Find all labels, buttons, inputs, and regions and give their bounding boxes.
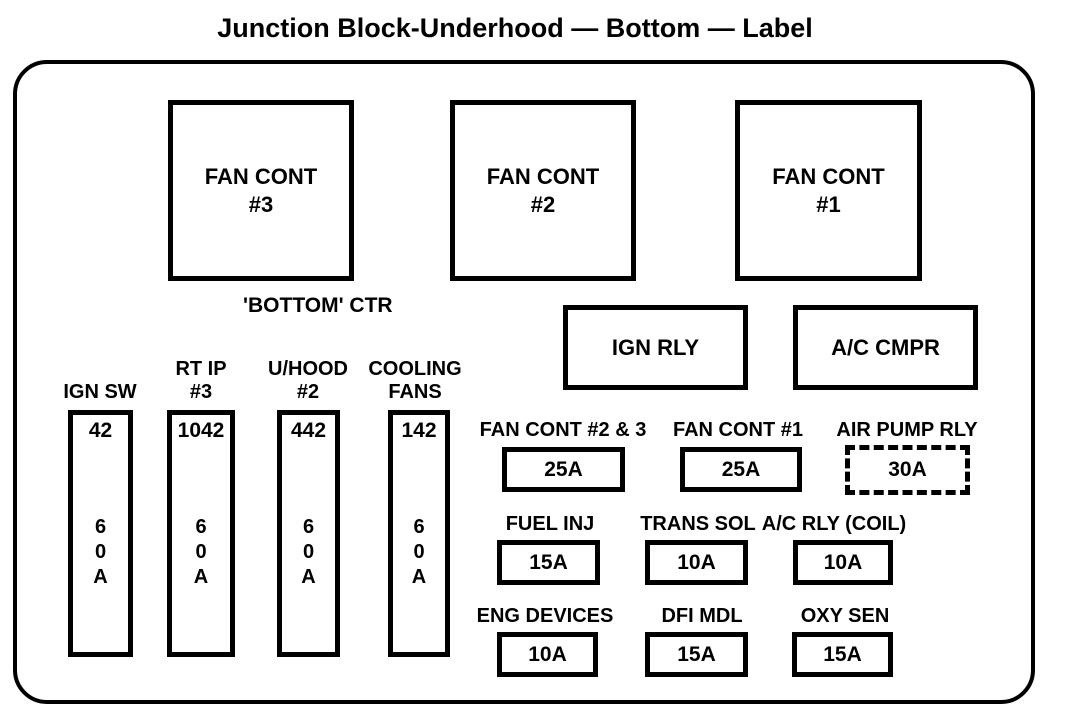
bottom-ctr-label: 'BOTTOM' CTR — [243, 294, 393, 317]
relay-ac-cmpr: A/C CMPR — [793, 305, 978, 390]
fuse-fan-cont-1-label: FAN CONT #1 — [672, 419, 804, 441]
maxi-fuse-cooling-fans-label: COOLING FANS — [368, 358, 462, 403]
maxi-fuse-uhood-label: U/HOOD #2 — [268, 358, 348, 403]
fuse-fuel-inj-label: FUEL INJ — [505, 513, 595, 535]
fuse-eng-devices-label: ENG DEVICES — [476, 605, 614, 627]
maxi-fuse-uhood: 442 6 0 A — [277, 410, 340, 657]
maxi-fuse-uhood-cavity: 442 — [290, 419, 327, 442]
maxi-fuse-rt-ip-cavity: 1042 — [177, 419, 225, 442]
fuse-air-pump-rly-label: AIR PUMP RLY — [836, 419, 978, 441]
fuse-trans-sol-amps: 10A — [677, 550, 716, 574]
maxi-fuse-cooling-fans-amps: 6 0 A — [411, 516, 427, 588]
maxi-fuse-rt-ip-amps: 6 0 A — [193, 516, 209, 588]
relay-block-fan-cont-3: FAN CONT #3 — [168, 100, 354, 281]
fuse-ac-rly-coil: 10A — [793, 540, 893, 585]
fuse-ac-rly-coil-amps: 10A — [823, 550, 863, 574]
relay-block-fan-cont-1-label: FAN CONT #1 — [772, 164, 885, 217]
fuse-trans-sol: 10A — [645, 540, 748, 585]
maxi-fuse-cooling-fans: 142 6 0 A — [388, 410, 450, 657]
maxi-fuse-cooling-fans-cavity: 142 — [401, 419, 437, 442]
maxi-fuse-ign-sw-amps: 6 0 A — [93, 516, 108, 588]
diagram-title: Junction Block-Underhood — Bottom — Labe… — [217, 13, 813, 43]
fuse-fan-cont-1-amps: 25A — [721, 457, 761, 481]
relay-ign-rly-label: IGN RLY — [611, 334, 700, 360]
fuse-dfi-mdl: 15A — [645, 632, 748, 677]
maxi-fuse-rt-ip-label: RT IP #3 — [175, 358, 227, 403]
fuse-fan-cont-1: 25A — [680, 447, 802, 492]
relay-block-fan-cont-2-label: FAN CONT #2 — [486, 164, 600, 217]
fuse-fuel-inj: 15A — [497, 540, 600, 585]
fuse-fan-cont-2-3-amps: 25A — [544, 457, 583, 481]
maxi-fuse-ign-sw-label: IGN SW — [63, 381, 137, 403]
relay-ac-cmpr-label: A/C CMPR — [831, 334, 940, 360]
maxi-fuse-rt-ip: 1042 6 0 A — [167, 410, 235, 657]
fuse-fan-cont-2-3: 25A — [502, 447, 625, 492]
fuse-oxy-sen-label: OXY SEN — [800, 605, 890, 627]
fuse-air-pump-rly-amps: 30A — [888, 458, 927, 481]
relay-block-fan-cont-1: FAN CONT #1 — [735, 100, 922, 281]
relay-ign-rly: IGN RLY — [563, 305, 748, 390]
fuse-eng-devices-amps: 10A — [528, 642, 567, 666]
junction-block-outline — [13, 60, 1035, 704]
fuse-dfi-mdl-amps: 15A — [677, 642, 716, 666]
fuse-fuel-inj-amps: 15A — [529, 550, 568, 574]
fuse-ac-rly-coil-label: A/C RLY (COIL) — [761, 513, 907, 535]
maxi-fuse-ign-sw-cavity: 42 — [88, 419, 113, 442]
fuse-trans-sol-label: TRANS SOL — [640, 513, 756, 535]
fuse-oxy-sen: 15A — [792, 632, 893, 677]
maxi-fuse-ign-sw: 42 6 0 A — [68, 410, 133, 657]
maxi-fuse-uhood-amps: 6 0 A — [301, 516, 316, 588]
relay-block-fan-cont-2: FAN CONT #2 — [450, 100, 636, 281]
relay-block-fan-cont-3-label: FAN CONT #3 — [204, 164, 318, 217]
fuse-eng-devices: 10A — [497, 632, 598, 677]
fuse-dfi-mdl-label: DFI MDL — [661, 605, 743, 627]
fuse-fan-cont-2-3-label: FAN CONT #2 & 3 — [479, 419, 647, 441]
fuse-oxy-sen-amps: 15A — [823, 642, 862, 666]
fuse-air-pump-rly: 30A — [845, 445, 970, 495]
